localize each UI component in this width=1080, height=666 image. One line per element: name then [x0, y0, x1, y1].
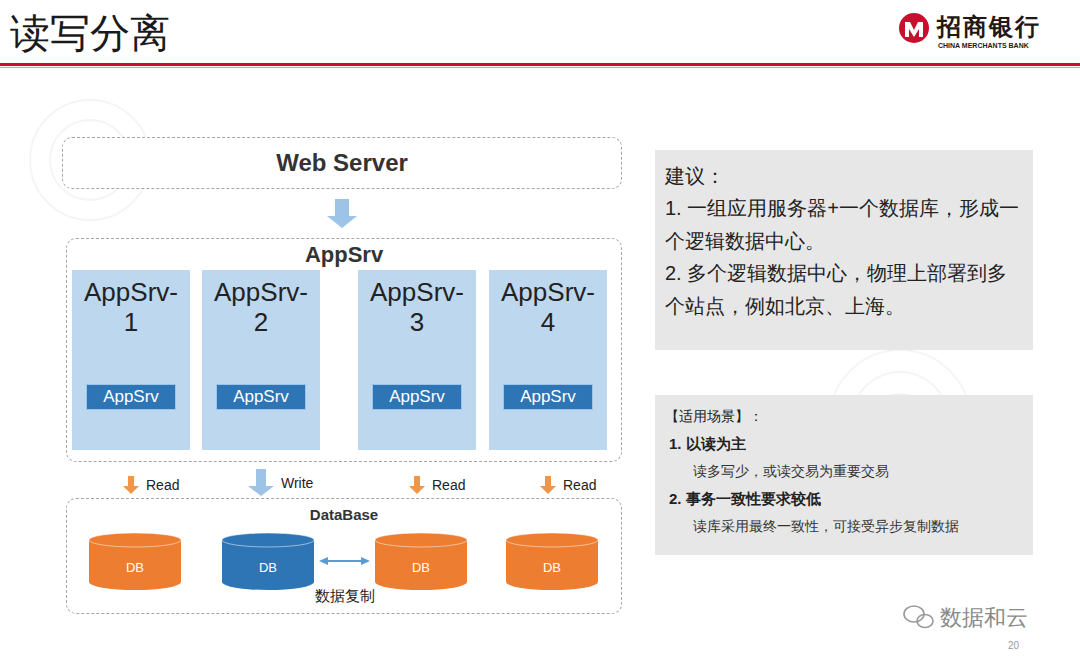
server-name: AppSrv-1: [81, 278, 181, 338]
db-label: DB: [412, 560, 430, 575]
app-module-box: AppSrv: [86, 384, 176, 410]
server-name: AppSrv-2: [211, 278, 311, 338]
advice-item: 2. 多个逻辑数据中心，物理上部署到多个站点，例如北京、上海。: [665, 257, 1023, 322]
flow-arrow: [409, 476, 425, 494]
watermark: 数据和云: [940, 603, 1028, 633]
bank-name-en: CHINA MERCHANTS BANK: [938, 42, 1029, 49]
wechat-icon: [904, 606, 933, 628]
database-cylinder: DB: [505, 532, 599, 590]
server-name: AppSrv-3: [367, 278, 467, 338]
edge-label: Write: [279, 475, 315, 491]
bank-logo-icon: [899, 13, 929, 43]
flow-arrow: [319, 557, 370, 565]
flow-arrow: [248, 469, 274, 496]
app-server-box: AppSrv-4AppSrv: [489, 270, 607, 450]
flow-arrow: [540, 476, 556, 494]
advice-panel: 建议：1. 一组应用服务器+一个数据库，形成一个逻辑数据中心。2. 多个逻辑数据…: [655, 150, 1033, 350]
database-cylinder: DB: [221, 532, 315, 590]
db-label: DB: [126, 560, 144, 575]
app-server-box: AppSrv-1AppSrv: [72, 270, 190, 450]
app-module-box: AppSrv: [503, 384, 593, 410]
db-label: DB: [259, 560, 277, 575]
advice-item: 1. 一组应用服务器+一个数据库，形成一个逻辑数据中心。: [665, 192, 1023, 257]
scenario-detail: 读多写少，或读交易为重要交易: [665, 458, 1023, 485]
server-label: Web Server: [276, 149, 408, 177]
app-module-box: AppSrv: [216, 384, 306, 410]
app-group: AppSrvAppSrv-1AppSrvAppSrv-2AppSrvAppSrv…: [66, 238, 622, 462]
edge-label: 数据复制: [313, 587, 377, 606]
scenario-item: 2. 事务一致性要求较低: [665, 485, 1023, 514]
flow-arrow: [123, 476, 139, 494]
app-server-box: AppSrv-2AppSrv: [202, 270, 320, 450]
scenario-panel: 【适用场景】：1. 以读为主读多写少，或读交易为重要交易2. 事务一致性要求较低…: [655, 395, 1033, 555]
module-label: AppSrv: [103, 387, 159, 407]
page-number: 20: [1008, 640, 1019, 651]
edge-label: Read: [561, 477, 598, 493]
database-cylinder: DB: [88, 532, 182, 590]
header-rule: [0, 63, 1080, 66]
app-module-box: AppSrv: [372, 384, 462, 410]
server-name: AppSrv-4: [498, 278, 598, 338]
flow-arrow: [327, 199, 357, 228]
slide-title: 读写分离: [10, 6, 170, 61]
group-title: AppSrv: [67, 243, 621, 267]
module-label: AppSrv: [389, 387, 445, 407]
edge-label: Read: [430, 477, 467, 493]
bank-name: 招商银行: [937, 11, 1041, 43]
module-label: AppSrv: [233, 387, 289, 407]
module-label: AppSrv: [520, 387, 576, 407]
header-rule-thin: [0, 67, 1080, 68]
server-box: Web Server: [62, 137, 622, 189]
group-title: DataBase: [67, 507, 621, 524]
database-cylinder: DB: [374, 532, 468, 590]
scenario-detail: 读库采用最终一致性，可接受异步复制数据: [665, 513, 1023, 540]
advice-heading: 建议：: [665, 160, 1023, 192]
db-label: DB: [543, 560, 561, 575]
app-server-box: AppSrv-3AppSrv: [358, 270, 476, 450]
scenario-item: 1. 以读为主: [665, 430, 1023, 459]
edge-label: Read: [144, 477, 181, 493]
scenario-heading: 【适用场景】：: [665, 403, 1023, 430]
